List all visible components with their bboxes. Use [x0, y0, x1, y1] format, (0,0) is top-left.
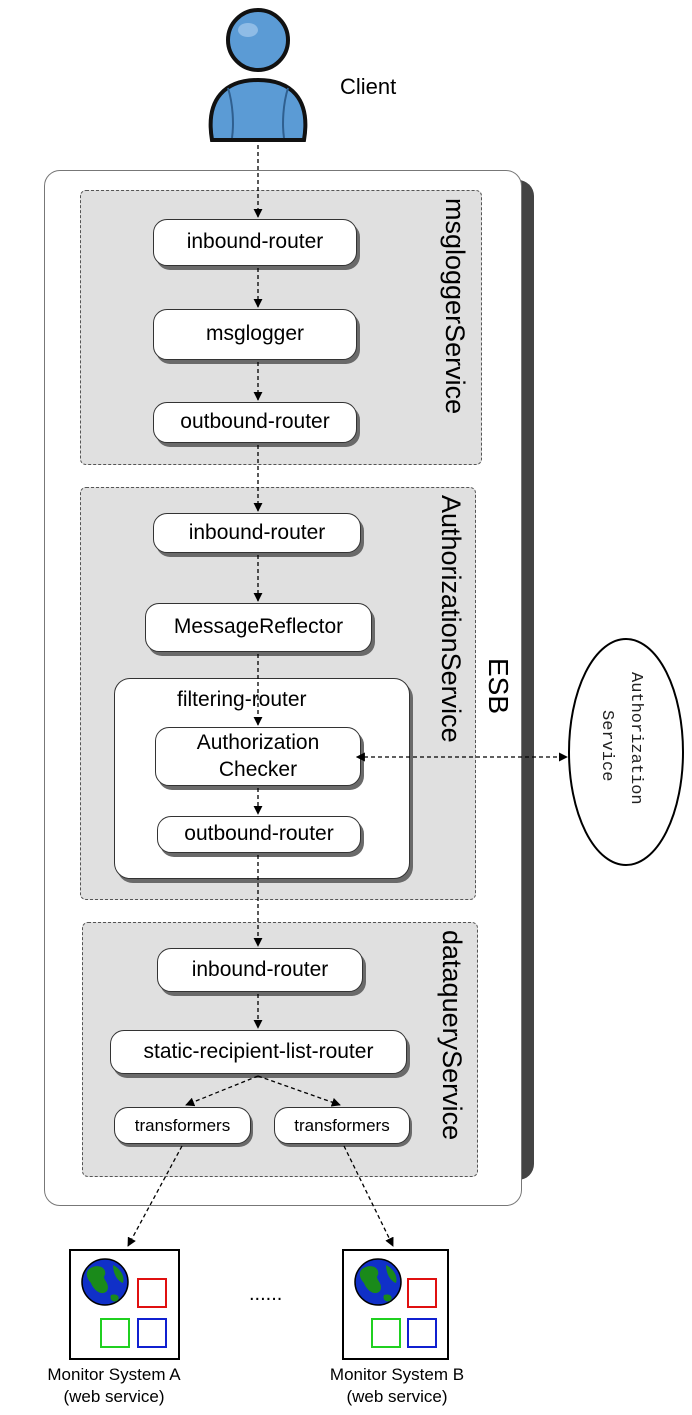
monitor-b-name: Monitor System B	[329, 1365, 465, 1384]
authorization-service-title: AuthorizationService	[436, 495, 466, 743]
authorization-service-line1: Authorization	[626, 672, 645, 805]
filtering-router-label: filtering-router	[177, 688, 307, 711]
esb-label: ESB	[483, 658, 514, 715]
transformer-b: transformers	[274, 1107, 410, 1144]
static-recipient-list-router: static-recipient-list-router	[110, 1030, 407, 1074]
blue-square-icon	[407, 1318, 437, 1348]
green-square-icon	[100, 1318, 130, 1348]
msglogger-outbound-router: outbound-router	[153, 402, 357, 443]
message-reflector: MessageReflector	[145, 603, 372, 652]
red-square-icon	[407, 1278, 437, 1308]
authorization-outbound-router: outbound-router	[157, 816, 361, 853]
red-square-icon	[137, 1278, 167, 1308]
dataquery-service-title: dataqueryService	[437, 930, 467, 1141]
monitor-b-type: (web service)	[346, 1387, 448, 1406]
authorization-checker-line1: Authorization	[196, 731, 320, 755]
monitor-system-a	[69, 1249, 180, 1360]
monitor-a-caption: Monitor System A (web service)	[14, 1364, 214, 1408]
monitor-b-caption: Monitor System B (web service)	[297, 1364, 497, 1408]
monitor-a-type: (web service)	[63, 1387, 165, 1406]
monitor-a-name: Monitor System A	[47, 1365, 181, 1384]
globe-icon	[81, 1258, 129, 1306]
authorization-checker-line2: Checker	[218, 757, 298, 781]
monitor-system-b	[342, 1249, 449, 1360]
authorization-inbound-router: inbound-router	[153, 513, 361, 553]
authorization-checker: Authorization Checker	[155, 727, 361, 786]
globe-icon	[354, 1258, 402, 1306]
blue-square-icon	[137, 1318, 167, 1348]
dataquery-inbound-router: inbound-router	[157, 948, 363, 992]
green-square-icon	[371, 1318, 401, 1348]
transformer-a: transformers	[114, 1107, 251, 1144]
msglogger-service-title: msgloggerService	[440, 198, 470, 415]
msglogger-component: msglogger	[153, 309, 357, 360]
msglogger-inbound-router: inbound-router	[153, 219, 357, 266]
client-label: Client	[340, 74, 397, 99]
authorization-service-line2: Service	[597, 710, 616, 782]
monitor-ellipsis: ......	[249, 1283, 283, 1305]
